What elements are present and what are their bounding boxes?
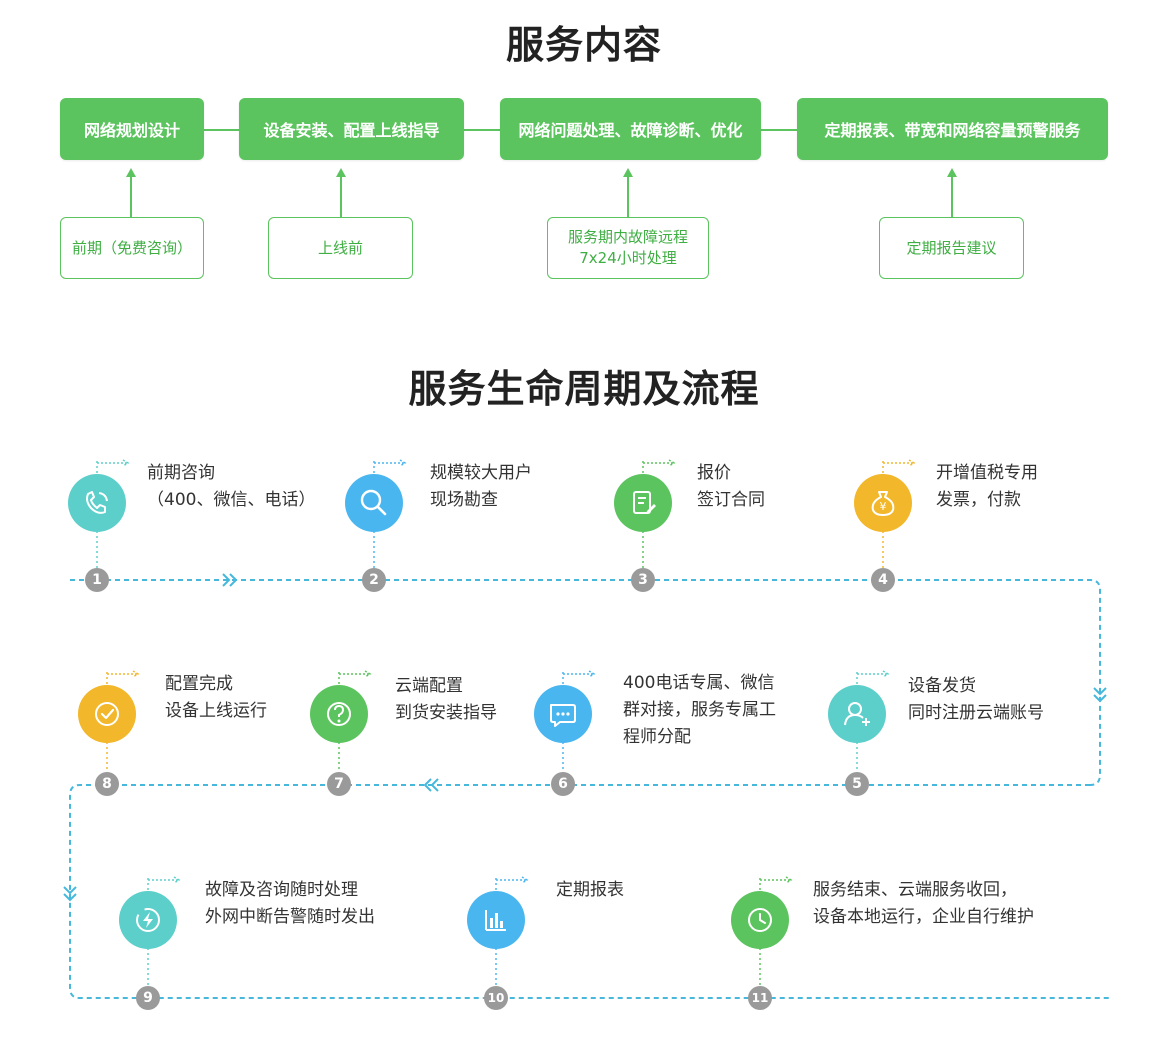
- service-input-presales: 前期（免费咨询）: [60, 217, 204, 279]
- step-pointer-arrow: [339, 670, 372, 678]
- flow-line-row-1: [70, 579, 1101, 786]
- service-input-label: 服务期内故障远程 7x24小时处理: [567, 228, 688, 267]
- service-input-remote-support: 服务期内故障远程 7x24小时处理: [547, 217, 709, 279]
- connector-line: [204, 129, 240, 131]
- service-stage-installation: 设备安装、配置上线指导: [239, 98, 464, 160]
- step-label: 开增值税专用 发票，付款: [936, 463, 1038, 510]
- arrow-line: [951, 176, 953, 217]
- step-5-add-user-icon: [828, 685, 886, 743]
- step-number: 5: [845, 772, 869, 796]
- step-number: 9: [136, 986, 160, 1010]
- step-7-question-icon: [310, 685, 368, 743]
- step-pointer-arrow: [563, 670, 596, 678]
- step-pointer-arrow: [107, 670, 140, 678]
- chevron-down-icon: [63, 886, 77, 902]
- step-number: 7: [327, 772, 351, 796]
- step-9-lightning-icon: [119, 891, 177, 949]
- services-title: 服务内容: [505, 23, 662, 67]
- step-pointer-arrow: [643, 459, 676, 467]
- step-number: 2: [362, 568, 386, 592]
- service-input-prelaunch: 上线前: [268, 217, 413, 279]
- step-pointer-arrow: [883, 459, 916, 467]
- step-label: 云端配置 到货安装指导: [395, 676, 497, 723]
- service-input-label: 上线前: [317, 238, 363, 257]
- step-pointer-arrow: [97, 459, 130, 467]
- chevron-left-icon: [423, 778, 439, 792]
- step-10-bar-chart-icon: [467, 891, 525, 949]
- step-label: 服务结束、云端服务收回， 设备本地运行，企业自行维护: [813, 880, 1034, 927]
- service-input-label: 前期（免费咨询）: [71, 238, 192, 257]
- step-label: 规模较大用户 现场勘查: [430, 463, 532, 510]
- step-4-money-bag-icon: ¥: [854, 474, 912, 532]
- lifecycle-title: 服务生命周期及流程: [408, 367, 760, 411]
- step-number: 1: [85, 568, 109, 592]
- step-label: 前期咨询 （400、微信、电话）: [147, 463, 316, 510]
- arrow-head: [947, 168, 957, 177]
- arrow-line: [627, 176, 629, 217]
- step-pointer-arrow: [760, 876, 793, 884]
- step-pointer-arrow: [857, 670, 890, 678]
- arrow-head: [623, 168, 633, 177]
- step-1-phone-icon: [68, 474, 126, 532]
- step-number: 10: [484, 986, 508, 1010]
- step-pointer-arrow: [374, 459, 407, 467]
- step-pointer-arrow: [148, 876, 181, 884]
- step-6-chat-icon: [534, 685, 592, 743]
- step-11-clock-icon: [731, 891, 789, 949]
- service-input-report-advice: 定期报告建议: [879, 217, 1024, 279]
- step-number: 4: [871, 568, 895, 592]
- step-number: 8: [95, 772, 119, 796]
- arrow-head: [126, 168, 136, 177]
- step-label: 400电话专属、微信 群对接，服务专属工 程师分配: [623, 673, 776, 747]
- arrow-line: [340, 176, 342, 217]
- connector-line: [760, 129, 798, 131]
- step-number: 6: [551, 772, 575, 796]
- step-number: 3: [631, 568, 655, 592]
- service-stage-reporting: 定期报表、带宽和网络容量预警服务: [797, 98, 1108, 160]
- step-8-check-icon: [78, 685, 136, 743]
- step-2-search-icon: [345, 474, 403, 532]
- service-stage-troubleshooting: 网络问题处理、故障诊断、优化: [500, 98, 761, 160]
- step-label: 设备发货 同时注册云端账号: [908, 676, 1044, 723]
- step-label: 配置完成 设备上线运行: [165, 674, 267, 721]
- arrow-head: [336, 168, 346, 177]
- step-label: 故障及咨询随时处理 外网中断告警随时发出: [205, 880, 375, 927]
- step-pointer-arrow: [496, 876, 529, 884]
- arrow-line: [130, 176, 132, 217]
- chevron-down-icon: [1093, 687, 1107, 703]
- service-stage-planning: 网络规划设计: [60, 98, 204, 160]
- step-3-contract-icon: [614, 474, 672, 532]
- chevron-right-icon: [222, 573, 238, 587]
- service-input-label: 定期报告建议: [906, 238, 997, 257]
- step-label: 报价 签订合同: [697, 463, 765, 510]
- step-number: 11: [748, 986, 772, 1010]
- connector-line: [463, 129, 501, 131]
- svg-text:¥: ¥: [880, 500, 887, 513]
- step-label: 定期报表: [556, 880, 624, 900]
